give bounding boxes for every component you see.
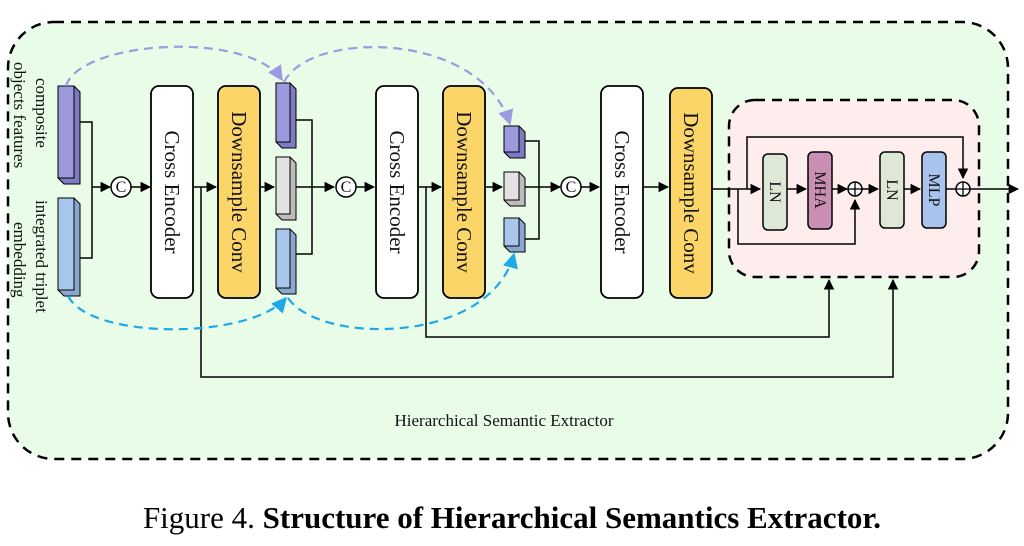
svg-text:Cross Encoder: Cross Encoder bbox=[385, 130, 409, 253]
cross-encoder-2: Cross Encoder bbox=[375, 85, 419, 299]
blue-dashed-link-2 bbox=[287, 252, 518, 331]
residual-add-2 bbox=[955, 181, 971, 197]
residual-add-1 bbox=[847, 181, 863, 197]
feature-block-stage2-blue bbox=[275, 228, 297, 295]
purple-dashed-link-1 bbox=[64, 45, 283, 87]
mlp: MLP bbox=[921, 151, 947, 229]
downsample-conv-3: Downsample Conv bbox=[669, 87, 713, 299]
svg-text:Downsample Conv: Downsample Conv bbox=[679, 112, 703, 274]
feature-block-stage2-purple bbox=[275, 82, 297, 149]
concat-node-1: C bbox=[110, 176, 132, 198]
svg-text:objects features: objects features bbox=[10, 62, 29, 168]
input-label-embedding: embedding bbox=[10, 222, 29, 298]
feature-block-stage2-gray bbox=[275, 156, 297, 221]
layer-norm-2: LN bbox=[879, 151, 905, 229]
svg-text:Cross Encoder: Cross Encoder bbox=[610, 130, 634, 253]
skip-connection-stage1 bbox=[200, 187, 899, 378]
feature-block-composite bbox=[57, 85, 81, 185]
cross-encoder-1: Cross Encoder bbox=[150, 85, 194, 299]
hierarchical-semantic-extractor-diagram: composite objects features integrated tr… bbox=[6, 20, 1020, 461]
svg-text:C: C bbox=[116, 179, 127, 196]
svg-text:LN: LN bbox=[883, 179, 900, 201]
downsample-conv-1: Downsample Conv bbox=[217, 85, 261, 299]
skip-connection-stage2 bbox=[425, 187, 835, 338]
svg-text:C: C bbox=[341, 179, 352, 196]
purple-dashed-link-2 bbox=[283, 46, 514, 126]
svg-text:Cross Encoder: Cross Encoder bbox=[160, 130, 184, 253]
caption-prefix: Figure 4. bbox=[142, 500, 255, 535]
svg-text:C: C bbox=[566, 179, 577, 196]
input-label-integrated-triplet: integrated triplet bbox=[32, 200, 51, 313]
outer-container-label: Hierarchical Semantic Extractor bbox=[395, 411, 614, 430]
input-label-objects-features: objects features bbox=[10, 62, 29, 168]
figure-caption: Figure 4. Structure of Hierarchical Sema… bbox=[0, 500, 1024, 536]
cross-encoder-3: Cross Encoder bbox=[600, 85, 644, 299]
blue-dashed-link-1 bbox=[67, 295, 288, 331]
svg-text:composite: composite bbox=[32, 78, 51, 148]
svg-text:MHA: MHA bbox=[811, 171, 828, 209]
concat-node-3: C bbox=[560, 176, 582, 198]
feature-block-stage3-blue bbox=[503, 217, 526, 253]
svg-text:embedding: embedding bbox=[10, 222, 29, 298]
input-label-composite: composite bbox=[32, 78, 51, 148]
concat-node-2: C bbox=[335, 176, 357, 198]
feature-block-triplet bbox=[57, 197, 81, 297]
svg-text:Downsample Conv: Downsample Conv bbox=[452, 111, 476, 273]
feature-block-stage3-gray bbox=[503, 171, 526, 207]
svg-text:integrated triplet: integrated triplet bbox=[32, 200, 51, 313]
caption-title: Structure of Hierarchical Semantics Extr… bbox=[262, 500, 882, 535]
feature-block-stage3-purple bbox=[503, 125, 526, 159]
layer-norm-1: LN bbox=[762, 153, 788, 231]
svg-text:MLP: MLP bbox=[925, 174, 942, 207]
svg-text:LN: LN bbox=[766, 181, 783, 203]
downsample-conv-2: Downsample Conv bbox=[442, 85, 486, 299]
multi-head-attention: MHA bbox=[807, 151, 833, 230]
svg-text:Downsample Conv: Downsample Conv bbox=[227, 111, 251, 273]
